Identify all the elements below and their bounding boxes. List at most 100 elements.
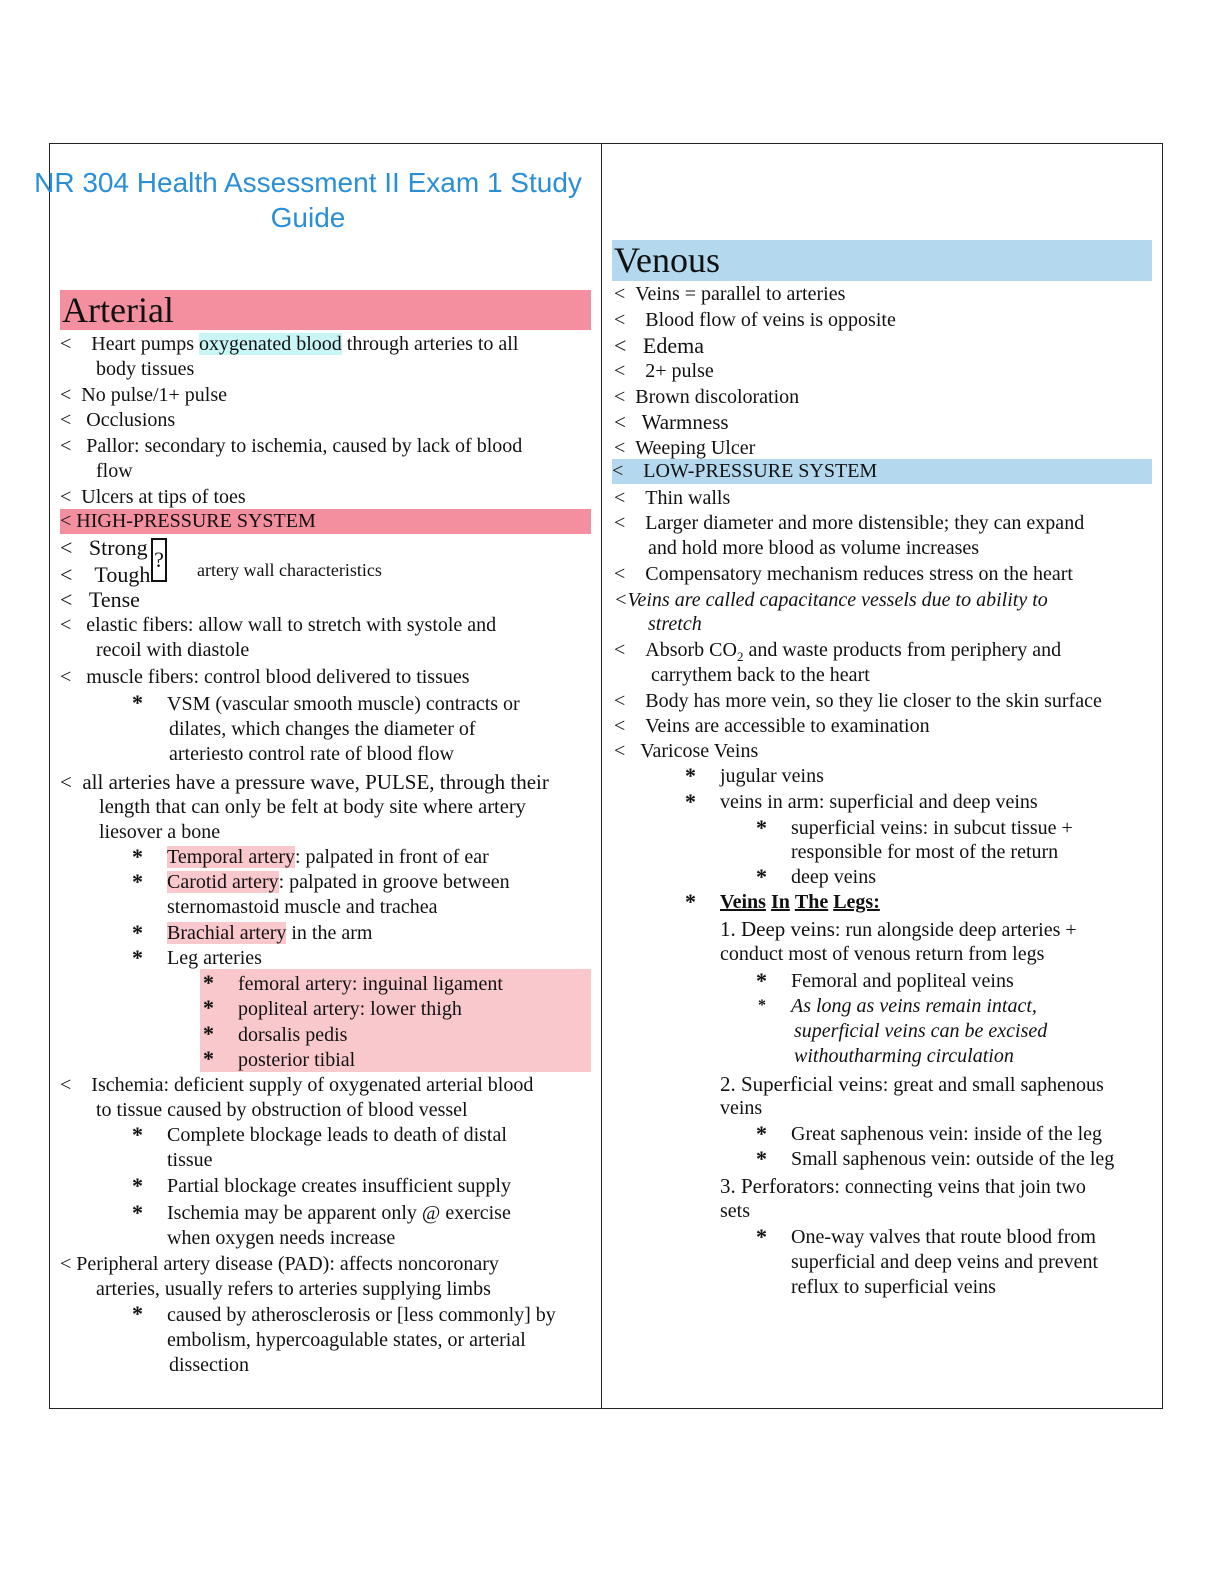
star-bullet: *: [756, 968, 767, 993]
one-way-valves-1: One-way valves that route blood from: [791, 1226, 1096, 1248]
star-bullet: *: [756, 1121, 767, 1146]
superficial-veins-line-cont: veins: [720, 1097, 763, 1119]
subscript-2: 2: [736, 649, 744, 664]
arterial-line-pulse: < No pulse/1+ pulse: [60, 383, 227, 408]
text: Ischemia: deficient supply of oxygenated…: [91, 1074, 534, 1096]
brachial-artery-line: Brachial artery in the arm: [167, 921, 372, 946]
text: Varicose Veins: [640, 740, 759, 762]
text: Edema: [642, 333, 705, 358]
arterial-line-pulse-wave: < all arteries have a pressure wave, PUL…: [60, 770, 549, 795]
artery-wall-note: artery wall characteristics: [197, 560, 382, 580]
text: Warmness: [641, 410, 729, 434]
bullet: <: [60, 510, 72, 532]
posterior-tibial: posterior tibial: [238, 1049, 356, 1071]
star-bullet: *: [756, 1224, 767, 1249]
deep-veins: deep veins: [791, 866, 876, 888]
bullet: <: [60, 614, 72, 636]
text: Brown discoloration: [635, 386, 800, 408]
text: Tough: [94, 562, 151, 587]
text: Larger diameter and more distensible; th…: [645, 512, 1085, 534]
star-bullet: *: [203, 995, 214, 1020]
bullet: <: [60, 562, 73, 587]
bullet: <: [614, 740, 626, 762]
star-bullet: *: [132, 945, 143, 970]
venous-line-absorb: < Absorb CO2 and waste products from per…: [614, 638, 1061, 669]
complete-blockage-cont: tissue: [167, 1149, 213, 1171]
text: muscle fibers: control blood delivered t…: [86, 666, 470, 688]
arterial-line-ulcers: < Ulcers at tips of toes: [60, 485, 246, 510]
star-bullet: *: [756, 864, 767, 889]
star-bullet: *: [132, 1122, 143, 1147]
arterial-header-text: Arterial: [62, 290, 174, 330]
star-bullet: *: [132, 844, 143, 869]
arterial-line-tense: < Tense: [60, 587, 140, 612]
bullet: <: [60, 770, 72, 794]
star-bullet: *: [132, 1301, 143, 1326]
venous-line-pulse: < 2+ pulse: [614, 359, 714, 384]
venous-line-warmness: < Warmness: [614, 410, 729, 435]
column-divider: [601, 143, 602, 1409]
text: : connecting veins that join two: [834, 1176, 1086, 1198]
bullet: <: [60, 486, 72, 508]
vsm-line-3: arteriesto control rate of blood flow: [169, 743, 454, 765]
page-title: NR 304 Health Assessment II Exam 1 Study…: [34, 167, 582, 233]
superficial-veins: superficial veins: in subcut tissue +: [791, 817, 1073, 839]
bullet: <: [614, 360, 626, 382]
text: elastic fibers: allow wall to stretch wi…: [86, 614, 497, 636]
star-bullet: *: [685, 889, 696, 914]
bullet: <: [60, 409, 72, 431]
text: Absorb CO: [645, 639, 737, 661]
carotid-artery-line-cont: sternomastoid muscle and trachea: [167, 896, 438, 918]
bullet: <: [60, 1074, 72, 1096]
ischemia-exercise: Ischemia may be apparent only @ exercise: [167, 1202, 511, 1224]
carotid-artery-line: Carotid artery: palpated in groove betwe…: [167, 870, 510, 895]
text: In: [770, 891, 790, 913]
leg-arteries-highlight: [200, 969, 591, 1072]
arterial-header: Arterial: [60, 290, 591, 330]
text: 3. Perforators: [720, 1174, 835, 1198]
bullet: <: [614, 715, 626, 737]
veins-in-arm: veins in arm: superficial and deep veins: [720, 791, 1038, 813]
bracket-box: ?: [151, 538, 167, 582]
arterial-line-occlusions: < Occlusions: [60, 408, 175, 433]
text: Heart pumps: [91, 333, 200, 355]
bullet: <: [614, 410, 626, 434]
bullet: <: [614, 333, 627, 358]
star-bullet: *: [132, 1173, 143, 1198]
arterial-line-elastic: < elastic fibers: allow wall to stretch …: [60, 613, 496, 638]
star-bullet: *: [203, 1046, 214, 1071]
text: : run alongside deep arteries +: [834, 919, 1077, 941]
text: Veins are accessible to examination: [645, 715, 930, 737]
temporal-artery-line: Temporal artery: palpated in front of ea…: [167, 845, 489, 870]
bullet: <: [60, 435, 72, 457]
superficial-veins-cont: responsible for most of the return: [791, 841, 1059, 863]
one-way-valves-3: reflux to superficial veins: [791, 1276, 996, 1298]
text: Blood flow of veins is opposite: [645, 309, 896, 331]
venous-line-compensatory: < Compensatory mechanism reduces stress …: [614, 562, 1073, 587]
text: Veins are called capacitance vessels due…: [627, 589, 1048, 611]
arterial-line-tough: < Tough: [60, 562, 150, 587]
high-pressure-system-label: HIGH-PRESSURE SYSTEM: [76, 510, 316, 532]
jugular-veins: jugular veins: [720, 765, 824, 787]
star-bullet: *: [685, 789, 696, 814]
perforators-line-cont: sets: [720, 1200, 750, 1222]
arterial-line-pallor-cont: flow: [96, 460, 133, 482]
bullet: <: [614, 690, 626, 712]
text: in the arm: [286, 922, 373, 944]
star-bullet: *: [132, 869, 143, 894]
deep-veins-line: 1. Deep veins: run alongside deep arteri…: [720, 917, 1077, 943]
bullet: <: [60, 666, 72, 688]
text: through arteries to all: [341, 333, 519, 355]
venous-line-diameter: < Larger diameter and more distensible; …: [614, 511, 1084, 536]
pad-line-cont: arteries, usually refers to arteries sup…: [96, 1278, 491, 1300]
complete-blockage: Complete blockage leads to death of dist…: [167, 1124, 507, 1146]
bullet: <: [60, 384, 72, 406]
low-pressure-system-bar: < LOW-PRESSURE SYSTEM: [612, 459, 1152, 484]
venous-header-text: Venous: [614, 240, 720, 280]
highlight-temporal-artery: Temporal artery: [167, 846, 295, 868]
arterial-line-pallor: < Pallor: secondary to ischemia, caused …: [60, 434, 522, 459]
pulse-wave-line-3: liesover a bone: [99, 821, 221, 843]
bullet: <: [614, 589, 628, 611]
text: Legs:: [833, 891, 880, 913]
text: The: [794, 891, 829, 913]
